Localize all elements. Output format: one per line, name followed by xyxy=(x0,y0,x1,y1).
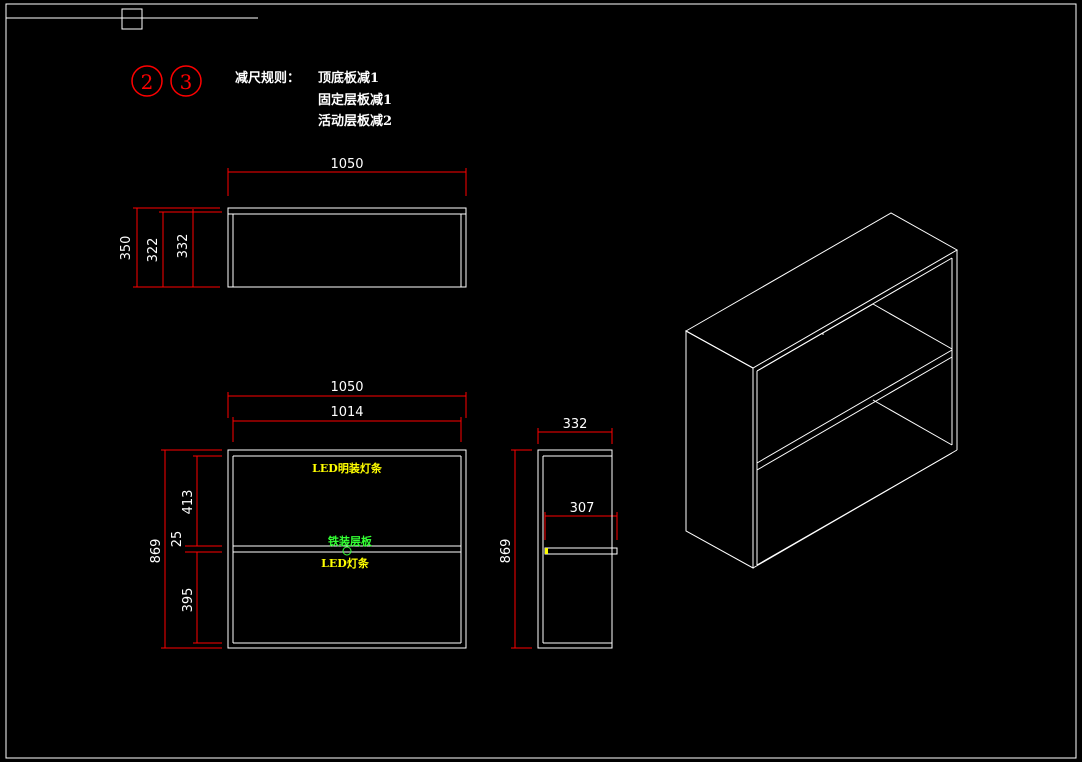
side-shelf-depth-dim: 307 xyxy=(570,501,595,516)
top-depth-dim: 350 xyxy=(119,236,134,261)
circled-number-icon xyxy=(170,65,202,97)
shelf-label: 铁装层板 xyxy=(328,534,373,548)
front-lower-gap-dim: 395 xyxy=(181,588,196,613)
front-height-dim: 869 xyxy=(149,539,164,564)
side-view-dimensions xyxy=(511,428,618,649)
marker-label: 3 xyxy=(180,70,193,94)
circled-number-markers: 2 3 xyxy=(131,65,202,97)
front-shelf-thickness-dim: 25 xyxy=(170,531,185,548)
circled-number-icon xyxy=(131,65,163,97)
front-view-dimensions xyxy=(161,392,467,649)
shelf-pin-icon xyxy=(342,546,352,556)
front-view-outline xyxy=(227,449,467,649)
note-line: 顶底板减1 xyxy=(318,70,379,86)
top-view: 1050 350 322 332 xyxy=(119,157,467,288)
reduction-rules-note: 减尺规则： 顶底板减1 固定层板减1 活动层板减2 xyxy=(235,70,392,129)
top-width-dim: 1050 xyxy=(330,157,363,172)
front-upper-gap-dim: 413 xyxy=(181,490,196,515)
note-line: 活动层板减2 xyxy=(318,113,392,129)
side-height-dim: 869 xyxy=(499,539,514,564)
note-title: 减尺规则： xyxy=(235,70,300,86)
top-depth-dim: 322 xyxy=(146,238,161,263)
note-line: 固定层板减1 xyxy=(318,92,392,108)
front-outer-width-dim: 1050 xyxy=(330,380,363,395)
top-depth-dim: 332 xyxy=(176,234,191,259)
front-inner-width-dim: 1014 xyxy=(330,405,363,420)
top-view-dimensions xyxy=(133,168,467,288)
viewport-border xyxy=(5,3,1077,759)
crosshair-cursor-icon xyxy=(6,8,258,30)
side-view: 332 307 869 xyxy=(499,417,618,649)
front-view: 1050 1014 869 413 25 395 LED明装灯条 铁装层板 LE… xyxy=(149,380,467,649)
led-strip-bottom-label: LED灯条 xyxy=(321,556,370,570)
marker-label: 2 xyxy=(141,70,154,94)
isometric-view xyxy=(684,212,959,569)
side-view-outline xyxy=(537,449,618,649)
led-strip-marker xyxy=(545,548,548,554)
led-strip-top-label: LED明装灯条 xyxy=(312,461,383,475)
top-view-outline xyxy=(227,207,467,288)
side-depth-dim: 332 xyxy=(563,417,588,432)
